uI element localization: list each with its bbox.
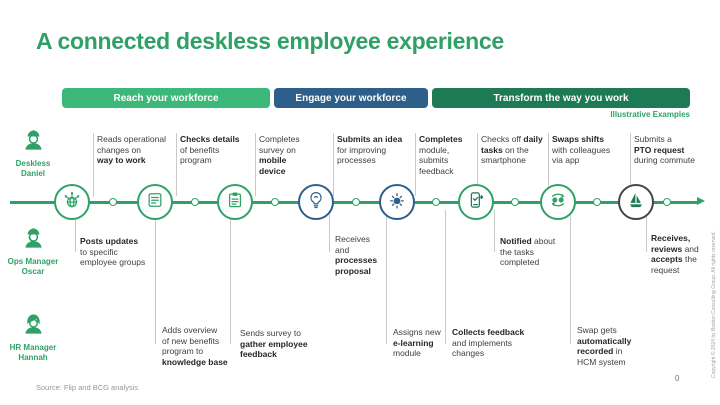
connector-line: [93, 133, 94, 196]
annotation-swap-recorded: Swap gets automatically recorded in HCM …: [577, 325, 632, 367]
broadcast-globe-icon: [62, 190, 82, 215]
timeline-dot: [109, 198, 117, 206]
annotation-completes-module: Completes module, submits feedback: [419, 134, 463, 176]
hr-woman-icon: [20, 314, 47, 341]
manager-headset-icon: [20, 228, 47, 255]
elearning-brain-icon: [387, 190, 407, 215]
annotation-processes-proposal: Receives and processes proposal: [335, 234, 378, 276]
connector-line: [570, 210, 571, 344]
news-feed-icon: [145, 190, 165, 215]
source-note: Source: Flip and BCG analysis: [36, 383, 139, 392]
sailboat-icon: [626, 190, 646, 215]
timeline-node-clipboard: [217, 184, 253, 220]
persona-deskless-daniel: Deskless Daniel: [2, 126, 64, 178]
annotation-notified-tasks: Notified about the tasks completed: [500, 236, 556, 267]
timeline-node-tasks: [458, 184, 494, 220]
phase-banner-reach: Reach your workforce: [62, 88, 270, 108]
annotation-checks-benefits: Checks details of benefits program: [180, 134, 240, 165]
connector-line: [494, 210, 495, 252]
timeline-node-elearning: [379, 184, 415, 220]
connector-line: [477, 133, 478, 196]
annotation-reads-changes: Reads operational changes on way to work: [97, 134, 166, 165]
connector-line: [155, 210, 156, 344]
connector-line: [445, 210, 446, 344]
annotation-submits-pto: Submits a PTO request during commute: [634, 134, 695, 165]
copyright-note: Copyright © 2024 by Boston Consulting Gr…: [711, 231, 717, 378]
annotation-assigns-elearning: Assigns new e-learning module: [393, 327, 441, 358]
connector-line: [255, 133, 256, 196]
timeline-dot: [511, 198, 519, 206]
timeline-dot: [593, 198, 601, 206]
persona-name: Ops Manager Oscar: [7, 257, 59, 276]
connector-line: [176, 133, 177, 196]
timeline-dot: [663, 198, 671, 206]
clipboard-icon: [225, 190, 245, 215]
page-number: 0: [675, 374, 680, 383]
timeline-dot: [352, 198, 360, 206]
illustrative-examples-label: Illustrative Examples: [610, 110, 690, 119]
smartphone-check-icon: [466, 190, 486, 215]
connector-line: [630, 133, 631, 196]
page-title: A connected deskless employee experience: [36, 28, 504, 54]
annotation-completes-survey: Completes survey on mobile device: [259, 134, 300, 176]
connector-line: [333, 133, 334, 196]
annotation-posts-updates: Posts updates to specific employee group…: [80, 236, 146, 267]
timeline-node-pto: [618, 184, 654, 220]
timeline-arrow-icon: [697, 197, 705, 205]
timeline-node-swap: [540, 184, 576, 220]
annotation-accepts-request: Receives, reviews and accepts the reques…: [651, 233, 699, 275]
phase-banner-engage: Engage your workforce: [274, 88, 428, 108]
connector-line: [75, 210, 76, 252]
annotation-checks-tasks: Checks off daily tasks on the smartphone: [481, 134, 543, 165]
annotation-swaps-shifts: Swaps shifts with colleagues via app: [552, 134, 611, 165]
persona-name: Deskless Daniel: [15, 159, 51, 178]
annotation-collects-feedback: Collects feedback and implements changes: [452, 327, 525, 358]
connector-line: [415, 133, 416, 196]
timeline-node-broadcast: [54, 184, 90, 220]
connector-line: [329, 210, 330, 252]
connector-line: [386, 210, 387, 344]
timeline-dot: [271, 198, 279, 206]
phase-banner-transform: Transform the way you work: [432, 88, 690, 108]
shift-swap-icon: [548, 190, 568, 215]
persona-hr-manager-hannah: HR Manager Hannah: [2, 310, 64, 362]
persona-name: HR Manager Hannah: [9, 343, 57, 362]
connector-line: [230, 210, 231, 344]
timeline-node-idea: [298, 184, 334, 220]
annotation-knowledge-base: Adds overview of new benefits program to…: [162, 325, 228, 367]
annotation-sends-survey: Sends survey to gather employee feedback: [240, 328, 308, 359]
timeline-node-news: [137, 184, 173, 220]
lightbulb-idea-icon: [306, 190, 326, 215]
timeline-dot: [432, 198, 440, 206]
timeline-dot: [191, 198, 199, 206]
connector-line: [548, 133, 549, 196]
connector-line: [646, 210, 647, 252]
worker-helmet-icon: [20, 130, 47, 157]
annotation-submits-idea: Submits an idea for improving processes: [337, 134, 403, 165]
persona-ops-manager-oscar: Ops Manager Oscar: [2, 224, 64, 276]
